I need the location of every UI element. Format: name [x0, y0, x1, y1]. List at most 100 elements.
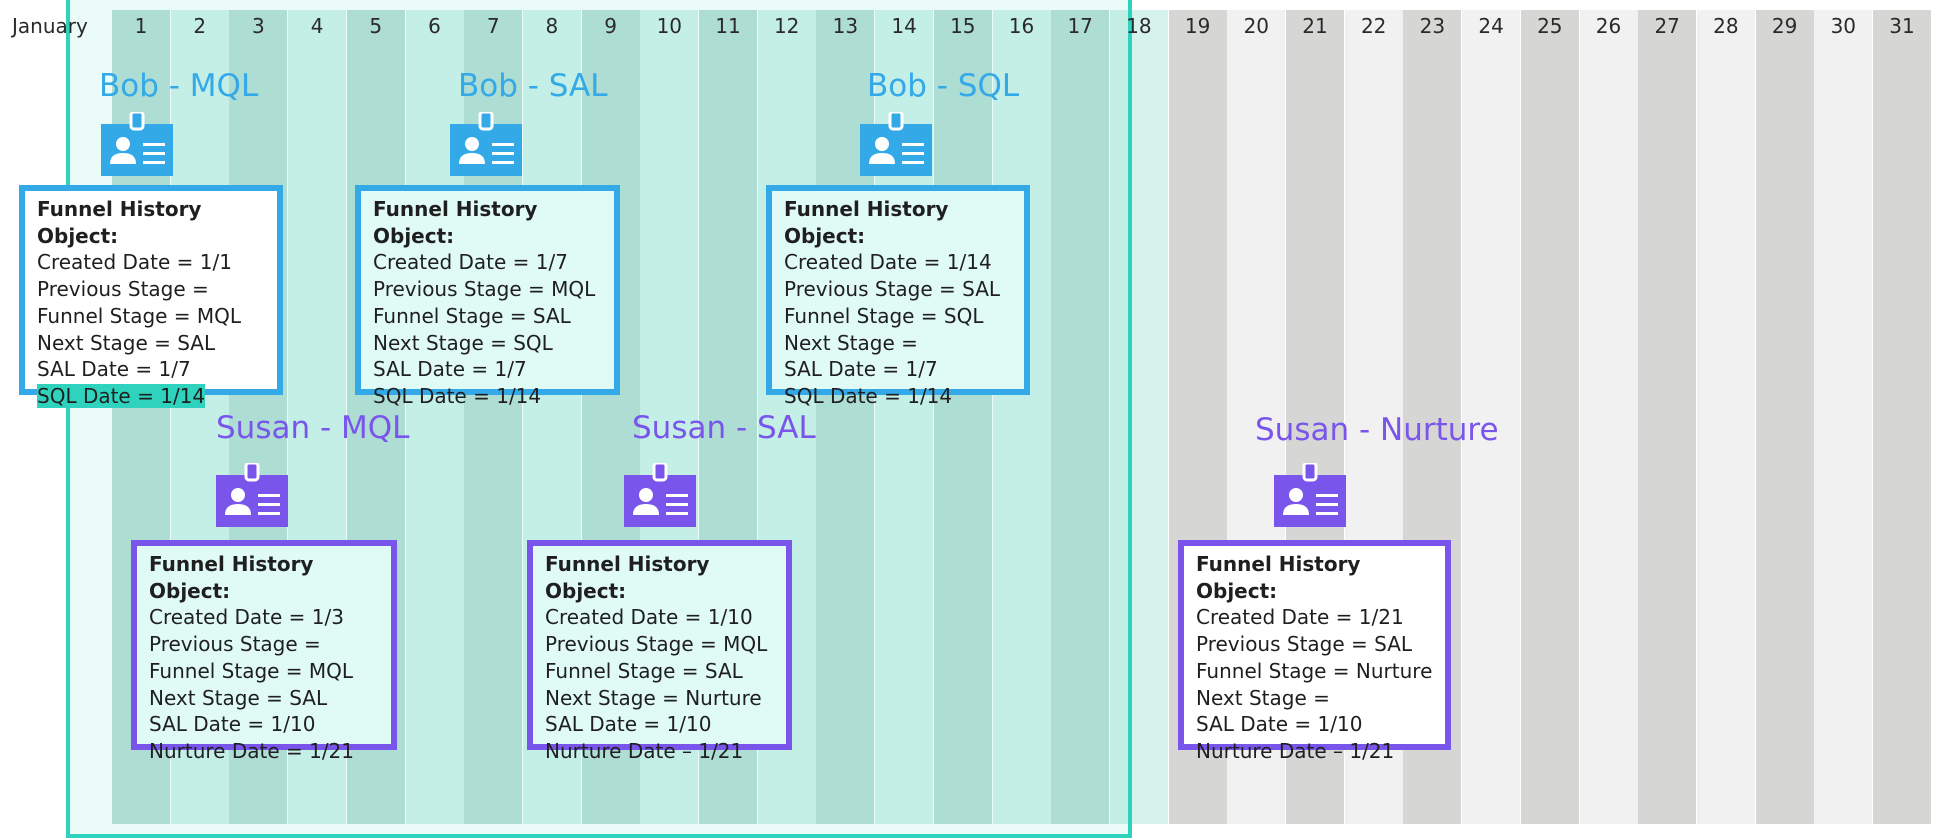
day-column [1873, 10, 1931, 824]
day-column [933, 10, 992, 824]
card-field: SQL Date = 1/14 [373, 383, 602, 410]
day-number: 30 [1830, 14, 1857, 38]
card-field-text: SQL Date = 1/14 [373, 383, 542, 408]
card-field: Funnel Stage = SAL [373, 303, 602, 330]
card-field-text: Funnel Stage = SAL [373, 303, 571, 328]
day-number: 31 [1889, 14, 1915, 38]
card-field: SAL Date = 1/10 [1196, 711, 1433, 738]
day-number: 11 [715, 14, 741, 38]
card-field-text: Next Stage = SAL [37, 330, 216, 355]
card-field-text: Funnel Stage = SQL [784, 303, 984, 328]
card-field: SAL Date = 1/10 [149, 711, 379, 738]
card-field-text: Funnel Stage = MQL [149, 658, 354, 683]
card-field-text: Created Date = 1/3 [149, 605, 344, 630]
card-field-text: Created Date = 1/14 [784, 250, 992, 275]
card-field: SQL Date = 1/14 [37, 383, 265, 410]
day-number: 14 [891, 14, 917, 38]
day-column [1638, 10, 1697, 824]
day-number: 1 [134, 14, 148, 38]
id-badge-icon [1274, 461, 1346, 527]
card-field: Next Stage = SAL [149, 685, 379, 712]
id-badge-icon [216, 461, 288, 527]
funnel-history-card: Funnel History Object:Created Date = 1/1… [19, 185, 283, 408]
day-number: 16 [1008, 14, 1035, 38]
day-column [1109, 10, 1168, 824]
card-field-text: Nurture Date – 1/21 [545, 738, 744, 763]
day-number: 8 [545, 14, 559, 38]
id-badge-icon [450, 110, 522, 176]
day-number: 19 [1184, 14, 1211, 38]
id-badge-icon [101, 110, 173, 176]
card-field-text: SQL Date = 1/14 [784, 383, 953, 408]
card-field-text: Previous Stage = MQL [373, 277, 596, 302]
card-field-text: Funnel Stage = MQL [37, 303, 242, 328]
card-field-text: Previous Stage = [37, 277, 209, 302]
card-field: Funnel Stage = SQL [784, 303, 1012, 330]
day-number: 28 [1713, 14, 1739, 38]
card-field: SAL Date = 1/7 [37, 356, 265, 383]
card-field: Created Date = 1/7 [373, 249, 602, 276]
day-number: 29 [1771, 14, 1798, 38]
card-title: Funnel History Object: [149, 552, 314, 603]
day-number: 18 [1126, 14, 1152, 38]
card-field: Next Stage = [784, 330, 1012, 357]
card-field-text: SAL Date = 1/7 [373, 357, 527, 382]
event-label: Susan - MQL [216, 410, 410, 446]
card-field-text: Nurture Date – 1/21 [1196, 738, 1395, 763]
card-field-text: Created Date = 1/7 [373, 250, 568, 275]
day-number: 20 [1243, 14, 1270, 38]
card-field-text: Previous Stage = [149, 632, 321, 657]
event-label: Susan - Nurture [1255, 412, 1499, 448]
id-badge-icon [624, 461, 696, 527]
day-number: 22 [1360, 14, 1387, 38]
card-field: Previous Stage = MQL [373, 276, 602, 303]
card-field-text: Created Date = 1/1 [37, 250, 232, 275]
card-field: SAL Date = 1/7 [784, 356, 1012, 383]
card-field-text: SQL Date = 1/14 [37, 383, 206, 408]
card-field-text: SAL Date = 1/7 [784, 357, 938, 382]
card-field: Funnel Stage = Nurture [1196, 658, 1433, 685]
card-field: Created Date = 1/3 [149, 604, 379, 631]
card-field: SQL Date = 1/14 [784, 383, 1012, 410]
card-field: Next Stage = Nurture [545, 685, 774, 712]
day-column [992, 10, 1051, 824]
card-field-text: Previous Stage = SAL [1196, 632, 1413, 657]
card-field: SAL Date = 1/7 [373, 356, 602, 383]
card-field-text: Next Stage = Nurture [545, 685, 762, 710]
card-field-text: Previous Stage = SAL [784, 277, 1001, 302]
day-number: 3 [252, 14, 265, 38]
card-title: Funnel History Object: [784, 197, 949, 248]
funnel-history-card: Funnel History Object:Created Date = 1/1… [766, 185, 1030, 408]
event-label: Bob - SQL [867, 68, 1020, 104]
card-title: Funnel History Object: [373, 197, 538, 248]
card-field: Nurture Date = 1/21 [149, 738, 379, 765]
card-field: Created Date = 1/21 [1196, 604, 1433, 631]
card-field-text: Next Stage = SQL [373, 330, 553, 355]
funnel-history-card: Funnel History Object:Created Date = 1/7… [355, 185, 620, 408]
day-number: 4 [310, 14, 324, 38]
event-label: Susan - SAL [632, 410, 816, 446]
day-number: 9 [604, 14, 617, 38]
day-number: 26 [1595, 14, 1622, 38]
event-label: Bob - SAL [458, 68, 608, 104]
day-column [1462, 10, 1521, 824]
funnel-history-card: Funnel History Object:Created Date = 1/3… [131, 540, 397, 763]
card-field-text: Created Date = 1/10 [545, 605, 753, 630]
day-column [1579, 10, 1638, 824]
day-number: 10 [656, 14, 683, 38]
card-field: Next Stage = [1196, 685, 1433, 712]
day-number: 15 [950, 14, 976, 38]
card-field-text: Next Stage = SAL [149, 685, 328, 710]
card-field: Created Date = 1/14 [784, 249, 1012, 276]
card-field: Next Stage = SQL [373, 330, 602, 357]
card-field-text: SAL Date = 1/10 [149, 712, 316, 737]
card-field-text: SAL Date = 1/10 [1196, 712, 1363, 737]
day-number: 25 [1537, 14, 1563, 38]
card-field: Previous Stage = [37, 276, 265, 303]
card-field-text: Funnel Stage = SAL [545, 658, 743, 683]
card-title: Funnel History Object: [545, 552, 710, 603]
card-field: Previous Stage = SAL [1196, 631, 1433, 658]
card-title: Funnel History Object: [37, 197, 202, 248]
month-label: January [12, 14, 88, 38]
